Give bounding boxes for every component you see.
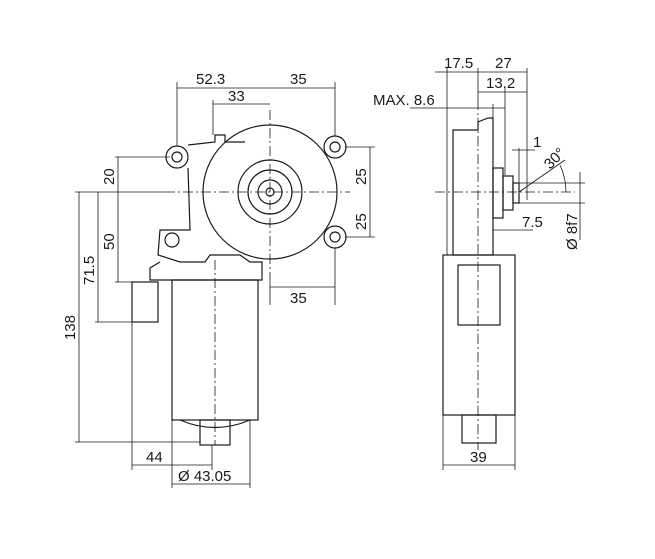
side-view: 17.5 27 13.2 MAX. 8.6 1 30° 7.5 Ø 8f7 39 bbox=[373, 55, 585, 470]
dim-1: 1 bbox=[533, 134, 541, 151]
dim-27: 27 bbox=[495, 55, 512, 72]
dim-bottom-35: 35 bbox=[290, 290, 307, 307]
dim-left-138: 138 bbox=[62, 315, 79, 340]
dim-17-5: 17.5 bbox=[444, 55, 473, 72]
dim-left-20: 20 bbox=[101, 168, 118, 185]
dim-max: MAX. 8.6 bbox=[373, 92, 435, 109]
dim-7-5: 7.5 bbox=[522, 214, 543, 231]
dim-top-right: 35 bbox=[290, 71, 307, 88]
dim-right-upper: 25 bbox=[353, 168, 370, 185]
dim-diameter: Ø 43.05 bbox=[178, 468, 231, 485]
front-view: 52.3 35 33 20 50 71.5 138 25 25 35 44 Ø … bbox=[62, 71, 375, 488]
dim-13-2: 13.2 bbox=[486, 75, 515, 92]
dim-left-71-5: 71.5 bbox=[81, 256, 98, 285]
dim-bottom-44: 44 bbox=[146, 449, 163, 466]
dim-shaft: Ø 8f7 bbox=[564, 213, 581, 250]
dim-top-overall: 52.3 bbox=[196, 71, 225, 88]
dim-angle: 30° bbox=[541, 145, 569, 173]
dim-left-50: 50 bbox=[101, 233, 118, 250]
dim-width: 39 bbox=[470, 449, 487, 466]
dim-right-lower: 25 bbox=[353, 213, 370, 230]
dim-top-inner: 33 bbox=[228, 88, 245, 105]
